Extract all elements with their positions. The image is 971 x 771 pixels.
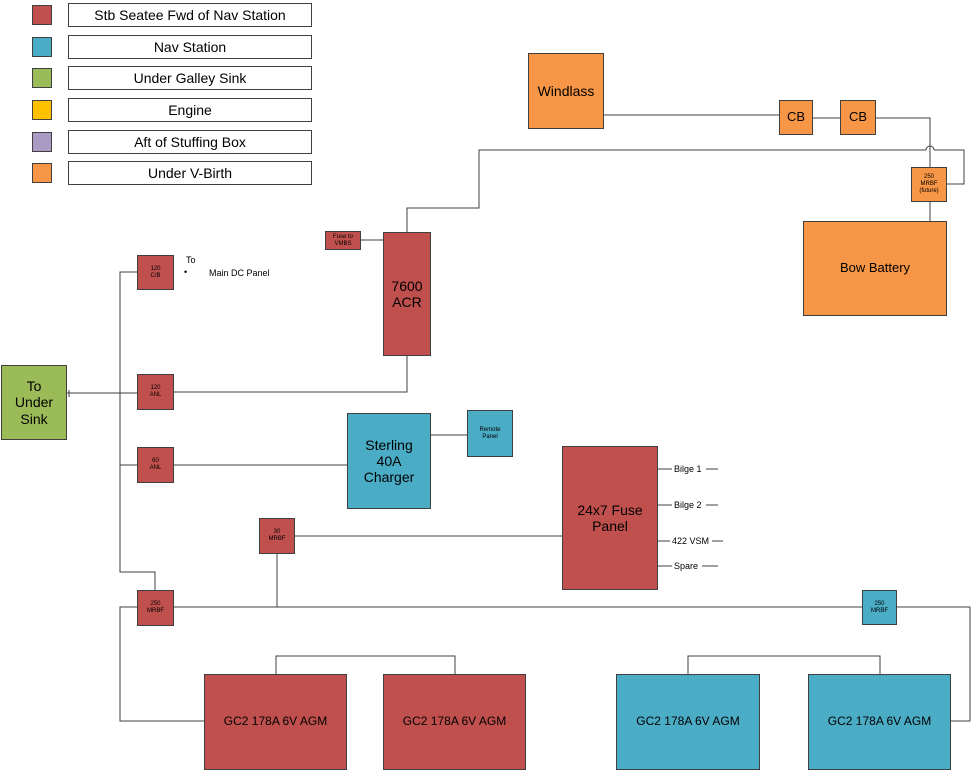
circuit-label: Spare (674, 561, 699, 571)
battery-node: GC2 178A 6V AGM (616, 674, 760, 770)
circuit-label: Bilge 2 (674, 500, 702, 510)
windlass-node: Windlass (528, 53, 604, 129)
battery-node: GC2 178A 6V AGM (808, 674, 951, 770)
wire (119, 271, 156, 590)
wire (275, 655, 456, 674)
bullet-icon: • (184, 267, 188, 277)
legend-swatch (32, 163, 52, 183)
fuse-vmbs-node: Fuse to VMBS (325, 231, 361, 250)
mrbf-future-node: 250 MRBF (future) (911, 167, 947, 202)
to-label: To (186, 255, 196, 265)
legend-label: Under Galley Sink (68, 66, 312, 90)
bow-battery-node: Bow Battery (803, 221, 947, 316)
circuit-breaker-node: CB (840, 100, 876, 135)
circuit-label: Bilge 1 (674, 464, 702, 474)
anl-60-node: 60 ANL (137, 447, 174, 483)
battery-node: GC2 178A 6V AGM (383, 674, 526, 770)
charger-node: Sterling 40A Charger (347, 413, 431, 509)
mrbf-250-left-node: 250 MRBF (137, 590, 174, 626)
legend-label: Engine (68, 98, 312, 122)
mrbf-30-node: 30 MRBF (259, 518, 295, 554)
wire-crossover (925, 145, 935, 151)
anl-120-node: 120 ANL (137, 374, 174, 410)
legend-label: Nav Station (68, 35, 312, 59)
legend-swatch (32, 68, 52, 88)
cb-120-node: 120 C/B (137, 255, 174, 290)
circuit-breaker-node: CB (779, 100, 813, 135)
wire (876, 117, 931, 167)
legend-swatch (32, 132, 52, 152)
acr-node: 7600 ACR (383, 232, 431, 356)
legend-swatch (32, 5, 52, 25)
legend-swatch (32, 37, 52, 57)
wire (897, 606, 971, 722)
legend-label: Under V-Birth (68, 161, 312, 185)
legend-label: Stb Seatee Fwd of Nav Station (68, 3, 312, 27)
legend-swatch (32, 100, 52, 120)
legend-label: Aft of Stuffing Box (68, 130, 312, 154)
wire (406, 149, 926, 232)
remote-panel-node: Remote Panel (467, 410, 513, 457)
circuit-label: 422 VSM (672, 536, 710, 546)
wire (934, 149, 965, 185)
main-dc-panel-label: Main DC Panel (209, 268, 270, 278)
mrbf-250-right-node: 250 MRBF (862, 590, 897, 625)
under-sink-node: To Under Sink (1, 365, 67, 440)
battery-node: GC2 178A 6V AGM (204, 674, 347, 770)
fuse-panel-node: 24x7 Fuse Panel (562, 446, 658, 590)
wire (119, 606, 204, 722)
wire (687, 655, 881, 674)
wire (174, 356, 408, 393)
